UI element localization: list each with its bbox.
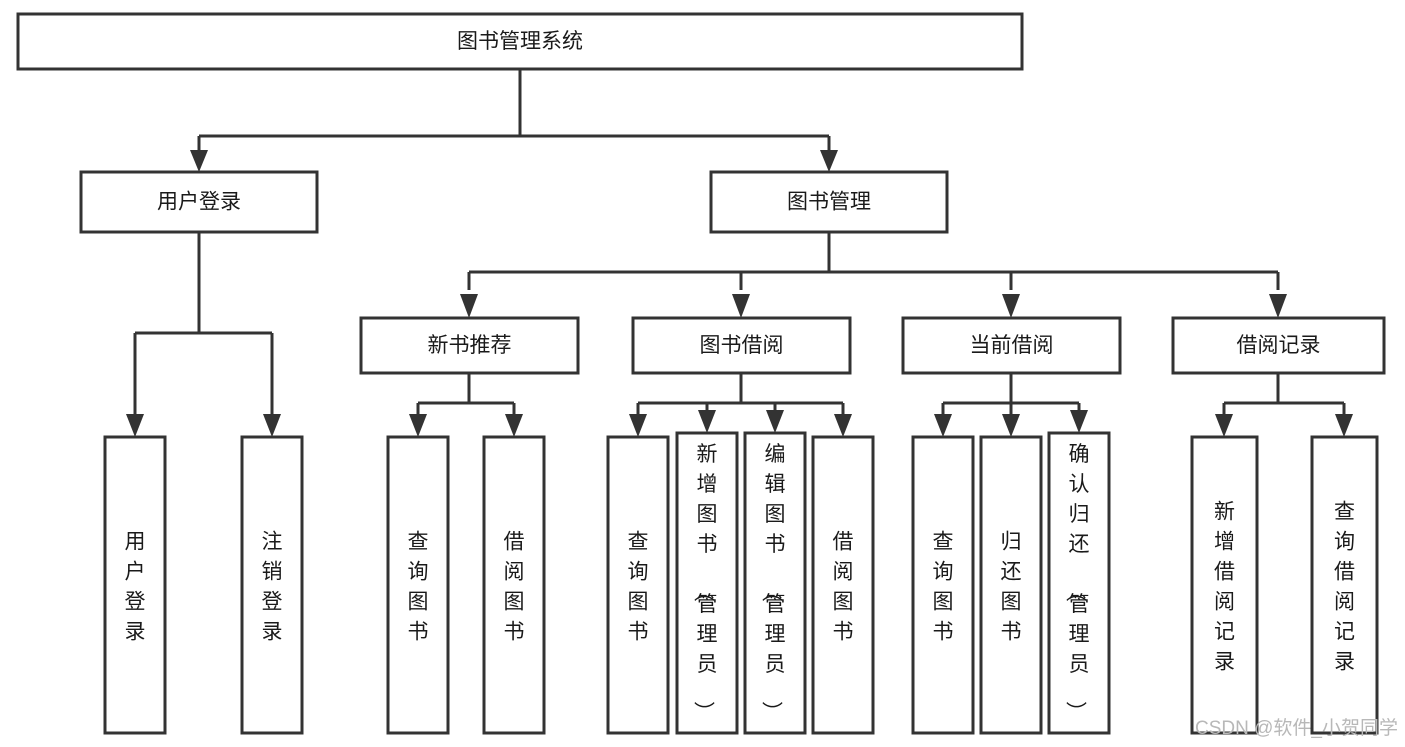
arrow-head-leaf-query-book-a [409,414,427,437]
node-box-borrow-record[interactable] [1171,316,1386,375]
node-label-user-login: 用户登录 [157,191,241,214]
node-label-leaf-add-book-admin: 新增图书（管理员） [692,443,718,722]
node-label-leaf-logout: 注销登录 [262,530,283,643]
node-label-leaf-confirm-return-admin: 确认归还（管理员） [1064,443,1090,722]
arrow-head-leaf-logout [263,414,281,437]
arrow-head-leaf-query-book-b [629,414,647,437]
node-box-leaf-borrow-book-b[interactable] [811,435,875,735]
node-label-new-book-rec: 新书推荐 [428,334,512,357]
node-book-borrow[interactable]: 图书借阅 [631,316,852,375]
arrow-head-user-login [190,150,208,172]
node-box-book-borrow[interactable] [631,316,852,375]
connector-layer [126,69,1353,437]
node-box-leaf-query-book-b[interactable] [606,435,670,735]
node-leaf-logout[interactable]: 注销登录 [240,435,304,735]
node-label-book-borrow: 图书借阅 [700,334,784,357]
arrow-head-book-borrow [732,294,750,318]
node-box-root[interactable] [16,12,1024,71]
node-label-leaf-return-book: 归还图书 [1001,530,1022,643]
node-box-new-book-rec[interactable] [359,316,580,375]
node-label-leaf-user-login: 用户登录 [125,530,146,643]
arrow-head-leaf-query-book-c [934,414,952,437]
arrow-head-borrow-record [1269,294,1287,318]
node-label-book-manage: 图书管理 [787,191,871,214]
node-box-leaf-query-book-a[interactable] [386,435,450,735]
arrow-head-leaf-edit-book-admin [766,410,784,433]
arrow-head-leaf-borrow-book-b [834,414,852,437]
arrow-head-leaf-query-borrow-record [1335,414,1353,437]
arrow-head-leaf-return-book [1002,414,1020,437]
node-box-current-borrow[interactable] [901,316,1122,375]
arrow-head-leaf-confirm-return-admin [1070,410,1088,433]
node-box-leaf-query-book-c[interactable] [911,435,975,735]
node-leaf-edit-book-admin[interactable]: 编辑图书（管理员） [743,431,807,735]
node-label-leaf-query-borrow-record: 查询借阅记录 [1334,500,1355,673]
csdn-watermark: CSDN @软件_小贺同学 [1195,717,1398,739]
arrow-head-current-borrow [1002,294,1020,318]
node-box-leaf-logout[interactable] [240,435,304,735]
node-user-login[interactable]: 用户登录 [79,170,319,234]
arrow-head-new-book-rec [460,294,478,318]
node-label-root: 图书管理系统 [457,30,583,53]
node-leaf-add-borrow-record[interactable]: 新增借阅记录 [1190,435,1259,735]
node-leaf-query-book-c[interactable]: 查询图书 [911,435,975,735]
node-box-leaf-user-login[interactable] [103,435,167,735]
node-leaf-query-borrow-record[interactable]: 查询借阅记录 [1310,435,1379,735]
node-leaf-borrow-book-b[interactable]: 借阅图书 [811,435,875,735]
node-box-leaf-confirm-return-admin[interactable] [1047,431,1111,735]
node-book-manage[interactable]: 图书管理 [709,170,949,234]
node-box-leaf-edit-book-admin[interactable] [743,431,807,735]
node-leaf-query-book-b[interactable]: 查询图书 [606,435,670,735]
node-box-leaf-borrow-book-a[interactable] [482,435,546,735]
node-label-leaf-add-borrow-record: 新增借阅记录 [1214,500,1235,673]
node-label-leaf-query-book-b: 查询图书 [628,530,649,643]
node-label-borrow-record: 借阅记录 [1237,334,1321,357]
node-leaf-return-book[interactable]: 归还图书 [979,435,1043,735]
node-box-book-manage[interactable] [709,170,949,234]
node-box-leaf-return-book[interactable] [979,435,1043,735]
node-label-leaf-borrow-book-b: 借阅图书 [833,530,854,643]
node-box-leaf-add-borrow-record[interactable] [1190,435,1259,735]
node-label-leaf-borrow-book-a: 借阅图书 [504,530,525,643]
arrow-head-leaf-add-borrow-record [1215,414,1233,437]
node-leaf-query-book-a[interactable]: 查询图书 [386,435,450,735]
node-leaf-user-login[interactable]: 用户登录 [103,435,167,735]
node-label-leaf-query-book-a: 查询图书 [408,530,429,643]
node-current-borrow[interactable]: 当前借阅 [901,316,1122,375]
node-label-current-borrow: 当前借阅 [970,334,1054,357]
node-label-leaf-query-book-c: 查询图书 [933,530,954,643]
node-root[interactable]: 图书管理系统 [16,12,1024,71]
node-layer: 图书管理系统用户登录图书管理新书推荐图书借阅当前借阅借阅记录用户登录注销登录查询… [16,12,1386,735]
node-leaf-add-book-admin[interactable]: 新增图书（管理员） [675,431,739,735]
arrow-head-leaf-user-login [126,414,144,437]
node-box-user-login[interactable] [79,170,319,234]
arrow-head-leaf-borrow-book-a [505,414,523,437]
node-borrow-record[interactable]: 借阅记录 [1171,316,1386,375]
arrow-head-leaf-add-book-admin [698,410,716,433]
node-label-leaf-edit-book-admin: 编辑图书（管理员） [760,443,786,722]
node-leaf-borrow-book-a[interactable]: 借阅图书 [482,435,546,735]
node-box-leaf-add-book-admin[interactable] [675,431,739,735]
node-box-leaf-query-borrow-record[interactable] [1310,435,1379,735]
node-leaf-confirm-return-admin[interactable]: 确认归还（管理员） [1047,431,1111,735]
node-new-book-rec[interactable]: 新书推荐 [359,316,580,375]
arrow-head-book-manage [820,150,838,172]
